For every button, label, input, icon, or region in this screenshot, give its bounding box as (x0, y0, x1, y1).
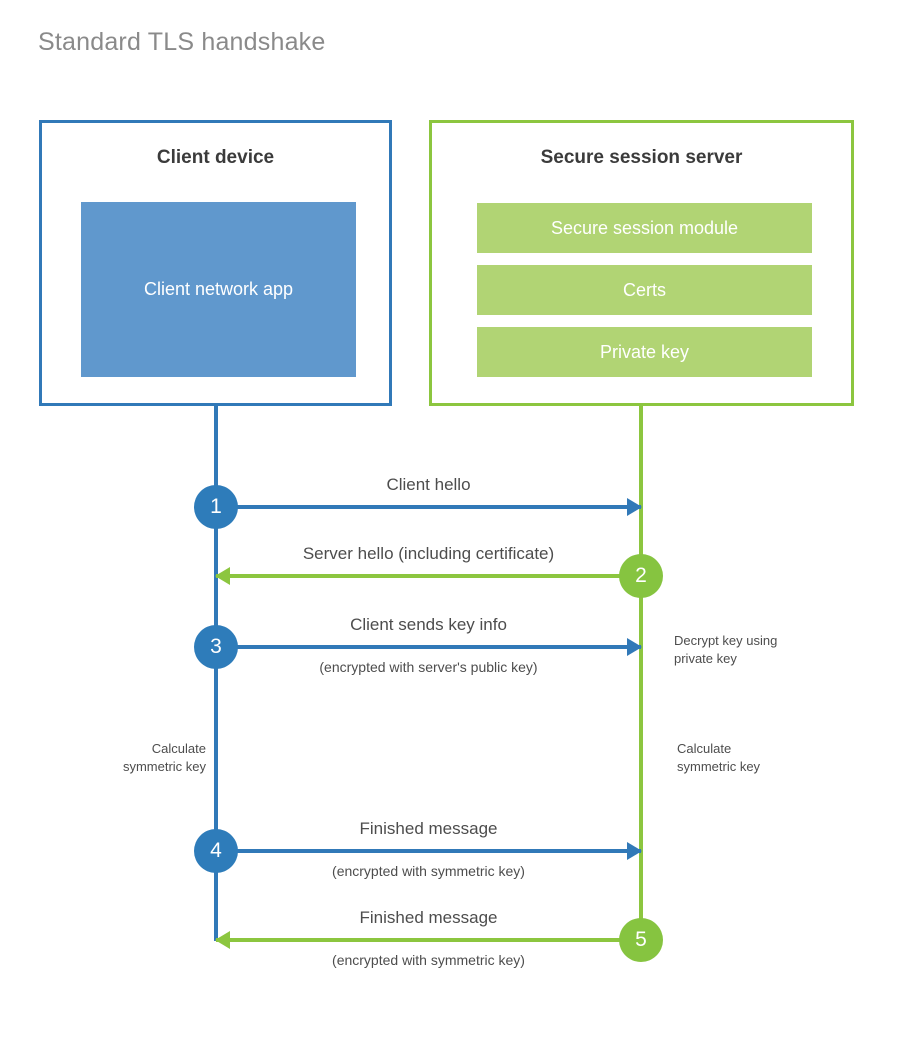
annotation-client-calculate-symmetric-key: Calculate symmetric key (122, 741, 206, 774)
message-5-label: Finished message (359, 908, 498, 927)
message-4-arrowhead (627, 842, 642, 860)
message-5-line (216, 938, 641, 942)
step-badge-4: 4 (194, 829, 238, 873)
client-device-box: Client device Client network app (39, 120, 392, 406)
server-component-secure-session-module: Secure session module (477, 203, 812, 253)
message-1-arrowhead (627, 498, 642, 516)
message-4-sublabel: (encrypted with symmetric key) (332, 863, 525, 879)
step-badge-3: 3 (194, 625, 238, 669)
message-2-line (216, 574, 641, 578)
server-component-certs: Certs (477, 265, 812, 315)
message-4-line (216, 849, 641, 853)
message-2-arrowhead (215, 567, 230, 585)
server-lifeline (639, 406, 643, 941)
secure-session-server-box: Secure session server Secure session mod… (429, 120, 854, 406)
message-3-sublabel: (encrypted with server's public key) (319, 659, 538, 675)
annotation-server-calculate-symmetric-key: Calculate symmetric key (677, 741, 761, 774)
message-5-arrowhead (215, 931, 230, 949)
annotation-server-decrypt-key: Decrypt key using private key (674, 633, 778, 666)
page-title: Standard TLS handshake (38, 28, 326, 56)
server-component-private-key: Private key (477, 327, 812, 377)
step-badge-5: 5 (619, 918, 663, 962)
client-device-title: Client device (156, 147, 275, 168)
message-2-label: Server hello (including certificate) (302, 544, 555, 563)
message-5-sublabel: (encrypted with symmetric key) (332, 952, 525, 968)
step-badge-1: 1 (194, 485, 238, 529)
message-4-label: Finished message (359, 819, 498, 838)
message-1-label: Client hello (386, 475, 471, 494)
message-3-arrowhead (627, 638, 642, 656)
message-1-line (216, 505, 641, 509)
secure-session-server-title: Secure session server (540, 147, 743, 168)
client-network-app-block: Client network app (81, 202, 356, 377)
step-badge-2: 2 (619, 554, 663, 598)
message-3-label: Client sends key info (350, 615, 507, 634)
client-lifeline (214, 406, 218, 941)
message-3-line (216, 645, 641, 649)
